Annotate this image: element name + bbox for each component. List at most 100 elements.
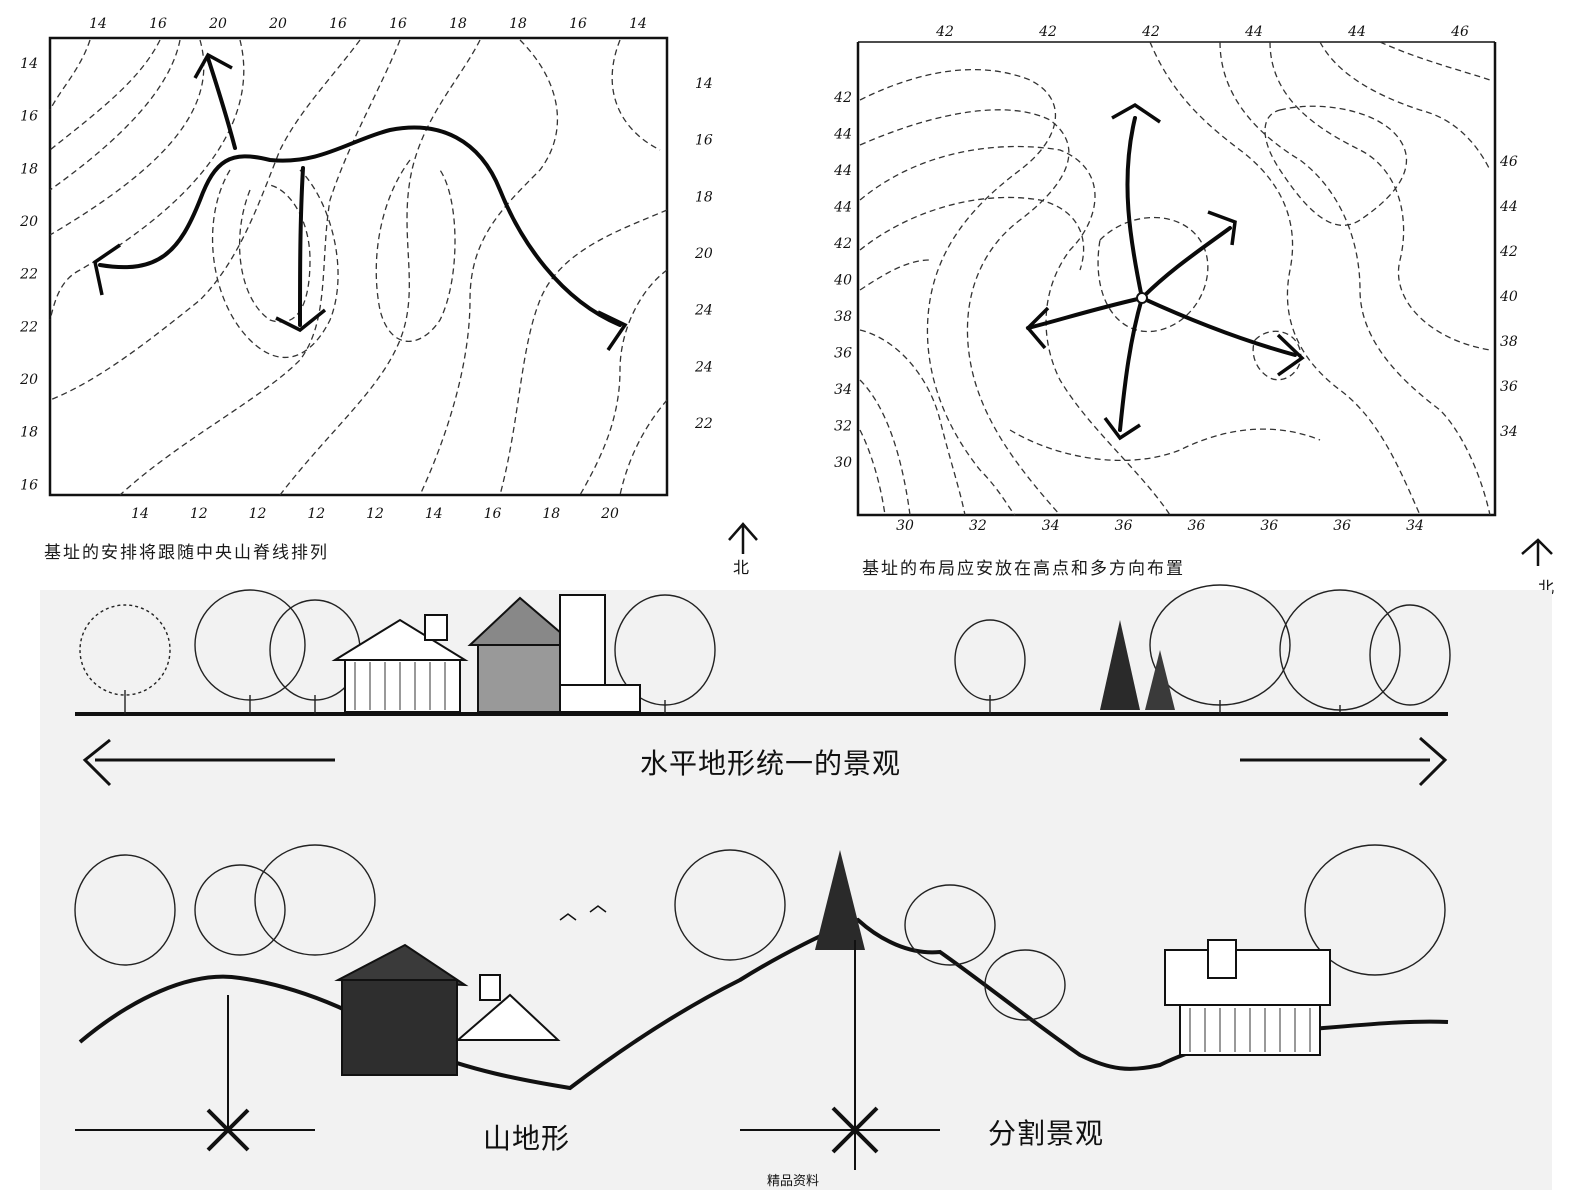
- elevation-tick-label: 44: [833, 163, 852, 179]
- elevation-tick-label: 36: [1188, 518, 1206, 534]
- ridge-map-caption: 基址的安排将跟随中央山脊线排列: [44, 543, 329, 563]
- elevation-tick-label: 24: [694, 303, 713, 319]
- elevation-tick-label: 22: [19, 319, 38, 335]
- elevation-tick-label: 16: [695, 133, 713, 149]
- elevation-tick-label: 24: [694, 359, 713, 375]
- elevation-tick-label: 20: [19, 372, 38, 388]
- elevation-tick-label: 12: [366, 506, 384, 522]
- elevation-tick-label: 20: [600, 506, 619, 522]
- conifer: [1100, 620, 1140, 710]
- hill-trees: [74, 844, 1446, 1021]
- flat-houses: [331, 594, 641, 713]
- elevation-tick-label: 14: [425, 506, 443, 522]
- elevation-tick-label: 36: [1260, 518, 1278, 534]
- elevation-tick-label: 14: [89, 16, 107, 32]
- elevation-tick-label: 44: [833, 127, 852, 143]
- flat-extent-arrows: [82, 736, 1448, 787]
- ridge-line: [98, 56, 622, 327]
- arrow-heads: [93, 52, 628, 351]
- elevation-tick-label: 16: [569, 16, 587, 32]
- elevation-tick-label: 16: [389, 16, 407, 32]
- conifer: [815, 850, 865, 950]
- map-frame: [48, 36, 669, 497]
- elevation-tick-label: 20: [208, 16, 227, 32]
- hilltop-map-caption: 基址的布局应安放在高点和多方向布置: [862, 559, 1185, 579]
- elevation-tick-label: 38: [1500, 334, 1518, 350]
- elevation-tick-label: 46: [1499, 154, 1518, 170]
- elevation-tick-label: 42: [1499, 244, 1518, 260]
- elevation-tick-label: 44: [1244, 24, 1263, 40]
- elevation-tick-label: 20: [268, 16, 287, 32]
- view-division-markers: [75, 940, 940, 1170]
- bottom-elevation-ticks: 30 32 34 36 36 36 36 34: [896, 518, 1424, 534]
- north-arrow-icon: 北: [725, 512, 761, 577]
- conifer: [1145, 650, 1175, 710]
- divided-view-label: 分割景观: [988, 1117, 1105, 1150]
- hill-houses: [334, 939, 1331, 1076]
- flat-landscape-section: [75, 584, 1451, 787]
- elevation-tick-label: 36: [1333, 518, 1351, 534]
- elevation-tick-label: 40: [1499, 289, 1518, 305]
- elevation-tick-label: 34: [1406, 518, 1424, 534]
- elevation-tick-label: 22: [694, 416, 713, 432]
- left-elevation-ticks: 14 16 18 20 22 22 20 18 16: [19, 56, 38, 493]
- landscape-sections: 水平地形统一的景观 山地形 分割景观: [40, 584, 1552, 1190]
- elevation-tick-label: 36: [1115, 518, 1133, 534]
- elevation-tick-label: 16: [149, 16, 167, 32]
- elevation-tick-label: 34: [834, 382, 852, 398]
- hill-landscape-section: [74, 844, 1449, 1170]
- elevation-tick-label: 22: [19, 267, 38, 283]
- elevation-tick-label: 16: [20, 109, 38, 125]
- bottom-elevation-ticks: 14 12 12 12 12 14 16 18 20: [131, 506, 619, 522]
- elevation-tick-label: 30: [834, 455, 852, 471]
- elevation-tick-label: 42: [833, 90, 852, 106]
- elevation-tick-label: 18: [542, 506, 560, 522]
- elevation-tick-label: 36: [1500, 379, 1518, 395]
- elevation-tick-label: 18: [509, 16, 527, 32]
- arrow-heads: [1025, 102, 1305, 441]
- elevation-tick-label: 30: [896, 518, 914, 534]
- elevation-tick-label: 38: [834, 309, 852, 325]
- elevation-tick-label: 36: [834, 346, 852, 362]
- elevation-tick-label: 18: [20, 161, 38, 177]
- elevation-tick-label: 32: [834, 419, 852, 435]
- elevation-tick-label: 12: [307, 506, 325, 522]
- hilltop-center-marker: [1136, 292, 1148, 304]
- elevation-tick-label: 44: [1499, 199, 1518, 215]
- elevation-tick-label: 14: [131, 506, 149, 522]
- elevation-tick-label: 46: [1450, 24, 1469, 40]
- elevation-tick-label: 20: [694, 246, 713, 262]
- elevation-tick-label: 34: [1500, 424, 1518, 440]
- elevation-tick-label: 14: [20, 56, 38, 72]
- hill-terrain-label: 山地形: [483, 1122, 571, 1155]
- north-arrow-icon: 北: [1518, 530, 1554, 597]
- elevation-tick-label: 42: [833, 236, 852, 252]
- elevation-tick-label: 32: [969, 518, 987, 534]
- elevation-tick-label: 18: [20, 425, 38, 441]
- elevation-tick-label: 14: [629, 16, 647, 32]
- elevation-tick-label: 34: [1042, 518, 1060, 534]
- contour-lines: [49, 39, 668, 496]
- flat-section-label: 水平地形统一的景观: [640, 747, 902, 780]
- birds-icon: [559, 905, 607, 921]
- elevation-tick-label: 20: [19, 214, 38, 230]
- map-frame: [856, 42, 1497, 517]
- elevation-tick-label: 16: [484, 506, 502, 522]
- elevation-tick-label: 12: [190, 506, 208, 522]
- footer-text: 精品资料: [766, 1174, 819, 1189]
- elevation-tick-label: 16: [20, 477, 38, 493]
- right-elevation-ticks: 46 44 42 40 38 36 34: [1499, 154, 1518, 440]
- elevation-tick-label: 42: [1038, 24, 1057, 40]
- elevation-tick-label: 14: [695, 76, 713, 92]
- elevation-tick-label: 42: [1141, 24, 1160, 40]
- elevation-tick-label: 16: [329, 16, 347, 32]
- elevation-tick-label: 12: [249, 506, 267, 522]
- radial-paths: [1026, 116, 1297, 432]
